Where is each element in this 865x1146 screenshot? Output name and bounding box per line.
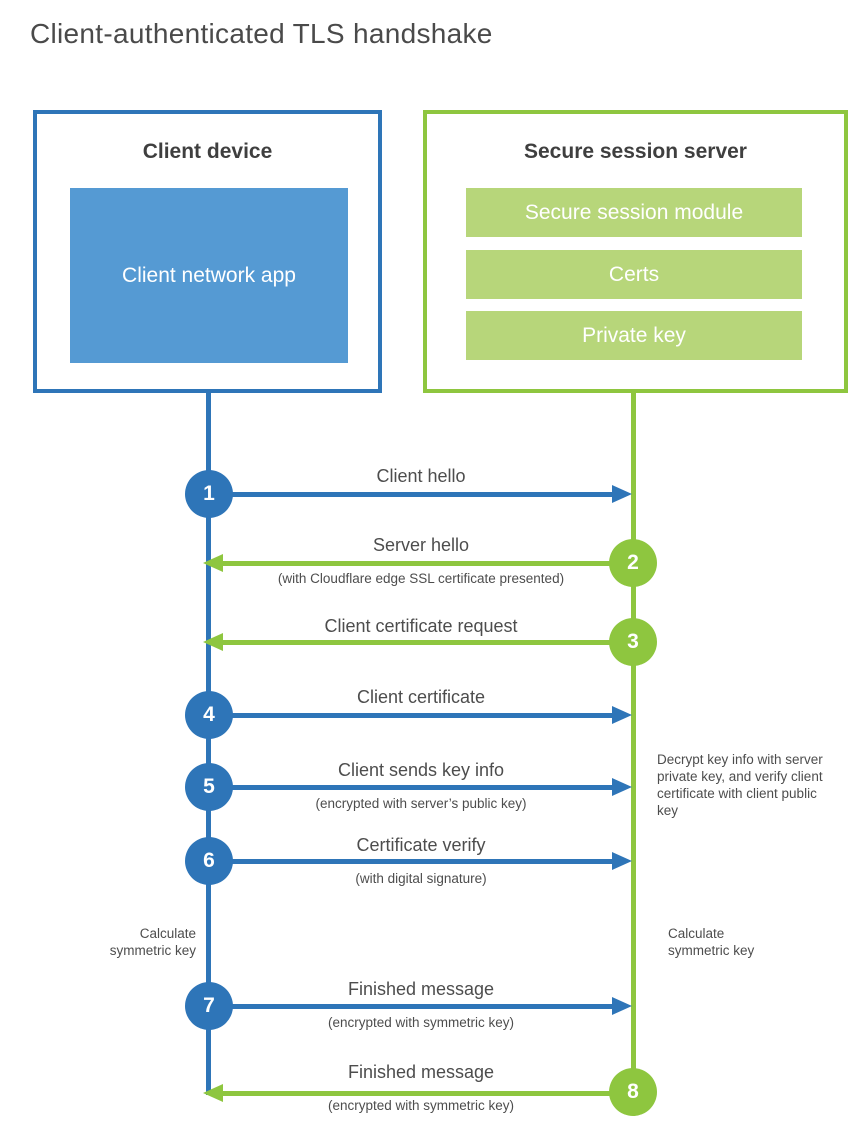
secure-session-server-title: Secure session server [524,140,747,163]
step-5-sublabel: (encrypted with server’s public key) [315,796,527,811]
step-8-sublabel: (encrypted with symmetric key) [327,1098,515,1113]
step-3-circle: 3 [609,618,657,666]
server-module-secure-session: Secure session module [466,188,802,237]
step-3-arrowhead-icon [203,633,223,651]
step-8-arrowhead-icon [203,1084,223,1102]
step-1-label: Client hello [376,466,466,486]
step-2-circle: 2 [609,539,657,587]
step-5-circle: 5 [185,763,233,811]
server-module-certs: Certs [466,250,802,299]
step-6-label: Certificate verify [356,835,486,855]
step-8-circle: 8 [609,1068,657,1116]
server-lifeline [631,393,636,1093]
step-1-arrowhead-icon [612,485,632,503]
step-7-label: Finished message [347,979,495,999]
step-8-label: Finished message [347,1062,495,1082]
server-calculate-symmetric-key-note: Calculate symmetric key [668,926,755,958]
client-network-app-label: Client network app [122,264,296,287]
step-4-label: Client certificate [356,687,486,707]
step-4-circle: 4 [185,691,233,739]
step-6-circle: 6 [185,837,233,885]
step-7-arrowhead-icon [612,997,632,1015]
step-2-arrow-line [223,561,633,566]
step-2-sublabel: (with Cloudflare edge SSL certificate pr… [277,571,565,586]
client-lifeline [206,393,211,1095]
client-device-box: Client device Client network app [33,110,382,393]
secure-session-server-box: Secure session server Secure session mod… [423,110,848,393]
step-4-arrow-line [209,713,613,718]
step-7-sublabel: (encrypted with symmetric key) [327,1015,515,1030]
step-2-arrowhead-icon [203,554,223,572]
step-1-arrow-line [209,492,613,497]
step-2-label: Server hello [372,535,470,555]
server-module-private-key: Private key [466,311,802,360]
client-network-app-box: Client network app [70,188,348,363]
step-5-arrow-line [209,785,613,790]
step-8-arrow-line [223,1091,633,1096]
step-5-arrowhead-icon [612,778,632,796]
client-calculate-symmetric-key-note: Calculate symmetric key [109,926,196,958]
step-3-arrow-line [223,640,633,645]
step-6-sublabel: (with digital signature) [355,871,487,886]
page-title: Client-authenticated TLS handshake [30,18,493,49]
step-1-circle: 1 [185,470,233,518]
server-decrypt-note: Decrypt key info with server private key… [657,752,823,818]
client-device-title: Client device [142,140,273,163]
step-3-label: Client certificate request [324,616,518,636]
step-7-arrow-line [209,1004,613,1009]
step-6-arrowhead-icon [612,852,632,870]
step-6-arrow-line [209,859,613,864]
step-4-arrowhead-icon [612,706,632,724]
step-5-label: Client sends key info [337,760,505,780]
step-7-circle: 7 [185,982,233,1030]
